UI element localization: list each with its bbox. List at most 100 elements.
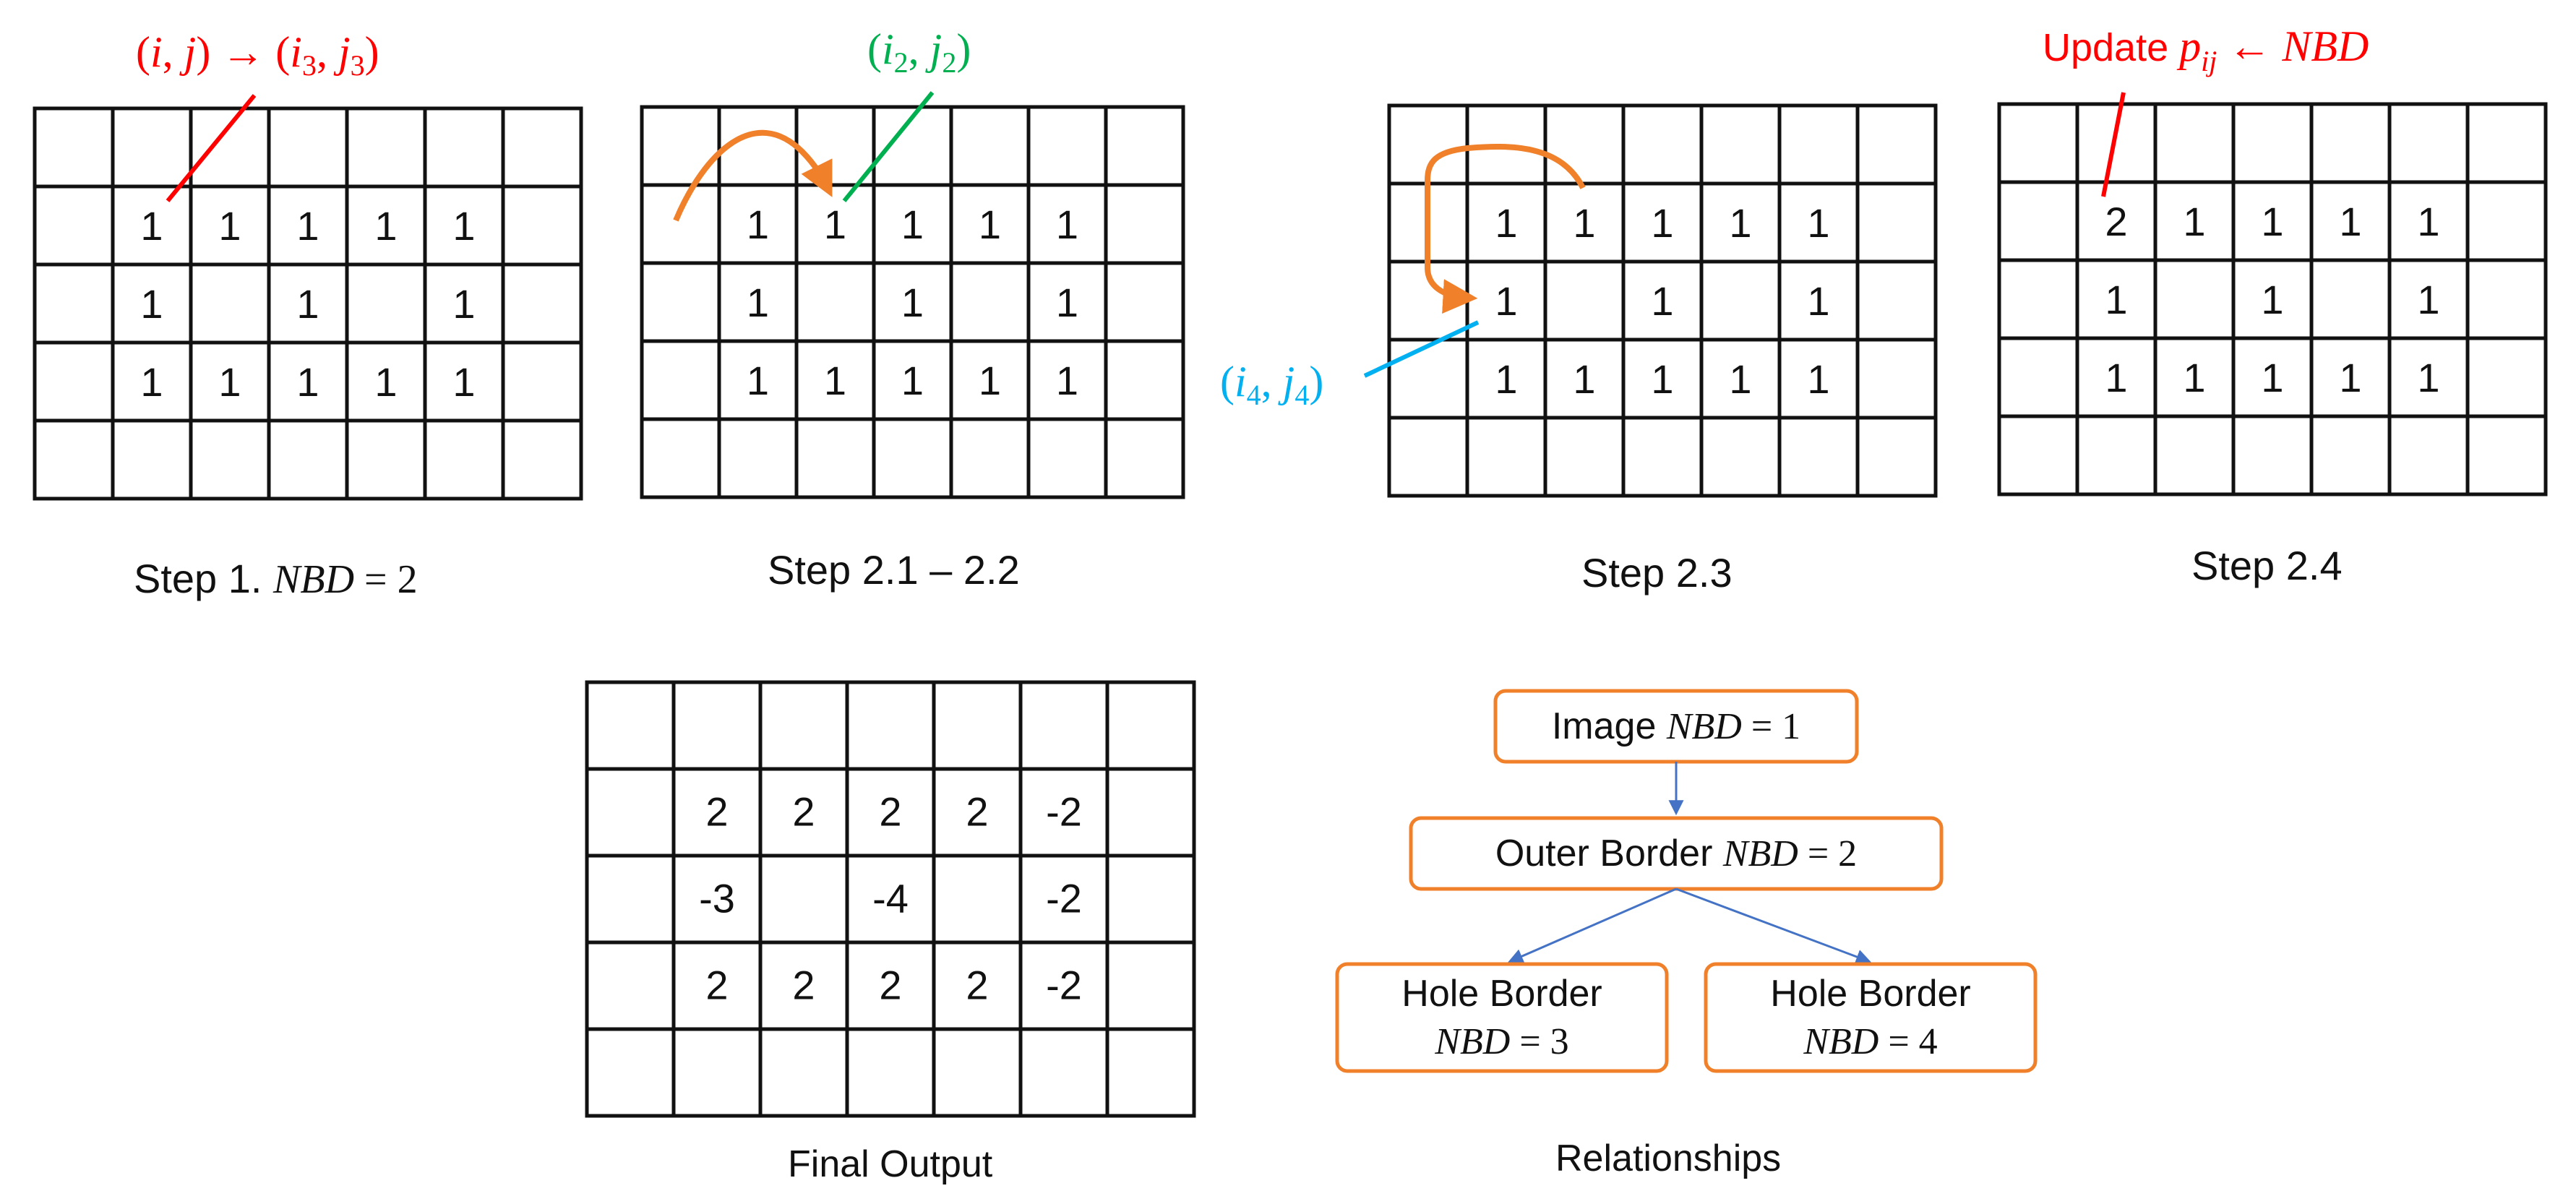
- grid-cell: [1026, 183, 1108, 265]
- grid-cell: [640, 183, 721, 265]
- grid-cell: [758, 1027, 849, 1118]
- grid-cell-value: 1: [1729, 356, 1751, 402]
- grid-cell-value: -2: [1046, 963, 1082, 1008]
- grid-cell: [111, 418, 193, 501]
- grid-cell-value: 1: [374, 203, 397, 249]
- grid-cell: [423, 418, 505, 501]
- grid-cell-value: 1: [296, 359, 319, 405]
- grid-cell-value: -2: [1046, 789, 1082, 835]
- grid-cell: [1855, 103, 1938, 186]
- grid-cell: [501, 418, 583, 501]
- grid-cell: [932, 1027, 1023, 1118]
- grid-cell: [33, 418, 115, 501]
- node-image-text: Image NBD = 1: [1552, 705, 1800, 747]
- grid-cell: [1018, 853, 1109, 945]
- grid-cell-value: 1: [1651, 356, 1673, 402]
- node-hole2-math: NBD = 4: [1803, 1021, 1937, 1062]
- grid-cell-value: 1: [1056, 202, 1078, 247]
- grid-cell-value: 1: [1807, 278, 1829, 324]
- grid-cell: [794, 105, 876, 187]
- node-outer-text: Outer Border NBD = 2: [1495, 833, 1857, 874]
- grid-cell: [2231, 102, 2314, 184]
- grid-cell-value: 1: [1573, 200, 1595, 246]
- grid-cell-value: 1: [2339, 355, 2361, 400]
- grid-cell: [1997, 102, 2079, 184]
- grid-cell: [501, 262, 583, 345]
- grid-cell: [671, 940, 763, 1031]
- grid-cell: [845, 680, 936, 771]
- grid-cell-value: 1: [747, 280, 769, 325]
- grid-cell: [1777, 416, 1860, 498]
- step2-3-pointer-line: [1363, 320, 1480, 378]
- grid-cell: [794, 417, 876, 499]
- grid-cell: [267, 418, 349, 501]
- grid-cell: [758, 680, 849, 771]
- grid-cell: [33, 184, 115, 267]
- grid-cell: [501, 340, 583, 423]
- grid-cell-value: 1: [2105, 277, 2127, 322]
- grid-cell: [585, 853, 676, 945]
- grid-cell: [717, 183, 799, 265]
- grid-cell-value: 1: [1807, 200, 1829, 246]
- grid-cell-value: 2: [966, 789, 988, 835]
- grid-cell: [1997, 258, 2079, 340]
- grid-cell: [585, 940, 676, 1031]
- grid-cell-value: 1: [1651, 278, 1673, 324]
- grid-cell-value: 1: [2261, 355, 2283, 400]
- grid-cell-value: 1: [1056, 280, 1078, 325]
- grid-cell: [845, 1027, 936, 1118]
- grid-cell: [949, 417, 1031, 499]
- grid-cell-value: -3: [699, 876, 735, 921]
- grid-cell: [501, 106, 583, 189]
- grid-cell-value: 1: [2261, 199, 2283, 244]
- grid-cell: [640, 339, 721, 421]
- grid-cell: [794, 183, 876, 265]
- grid-cell: [2231, 336, 2314, 418]
- grid-cell: [2465, 414, 2548, 496]
- grid-cell-value: 1: [452, 203, 475, 249]
- grid-cell: [671, 767, 763, 858]
- grid-cell: [671, 853, 763, 945]
- step2-1-pointer-line: [842, 91, 935, 202]
- grid-cell: [1105, 940, 1196, 1031]
- grid-cell: [872, 417, 953, 499]
- grid-cell: [2231, 414, 2314, 496]
- grid-cell: [1543, 416, 1626, 498]
- grid-cell: [640, 105, 721, 187]
- grid-cell: [640, 261, 721, 343]
- grid-cell-value: 1: [747, 202, 769, 247]
- grid-cell: [640, 417, 721, 499]
- grid-cell: [1105, 767, 1196, 858]
- grid-cell: [758, 853, 849, 945]
- grid-cell: [758, 940, 849, 1031]
- grid-cell: [1699, 103, 1782, 186]
- grid-cell-value: 2: [2105, 199, 2127, 244]
- grid-cell: [671, 1027, 763, 1118]
- grid-cell: [2153, 258, 2236, 340]
- grid-cell-value: 1: [824, 358, 846, 403]
- grid-cell: [2465, 180, 2548, 262]
- grid-cell-value: 2: [879, 789, 901, 835]
- grid-cell: [1104, 339, 1185, 421]
- grid-cell-value: 1: [1495, 356, 1517, 402]
- grid-cell: [2075, 180, 2158, 262]
- grid-cell: [189, 262, 271, 345]
- grid-cell: [33, 262, 115, 345]
- grid-cell: [845, 767, 936, 858]
- grid-cell-value: 1: [824, 202, 846, 247]
- grid-cell-value: 1: [296, 203, 319, 249]
- grid-cell-value: -2: [1046, 876, 1082, 921]
- grid-cell: [1997, 336, 2079, 418]
- grid-cell: [1018, 1027, 1109, 1118]
- grid-cell-value: 2: [705, 963, 728, 1008]
- grid-cell: [1777, 103, 1860, 186]
- step2-4-pointer-line: [2101, 92, 2126, 197]
- grid-cell-value: 1: [1651, 200, 1673, 246]
- grid-cell-value: 1: [452, 281, 475, 327]
- grid-cell: [2387, 414, 2470, 496]
- grid-cell: [2465, 336, 2548, 418]
- grid-cell: [1855, 416, 1938, 498]
- grid-cell-value: 1: [140, 203, 163, 249]
